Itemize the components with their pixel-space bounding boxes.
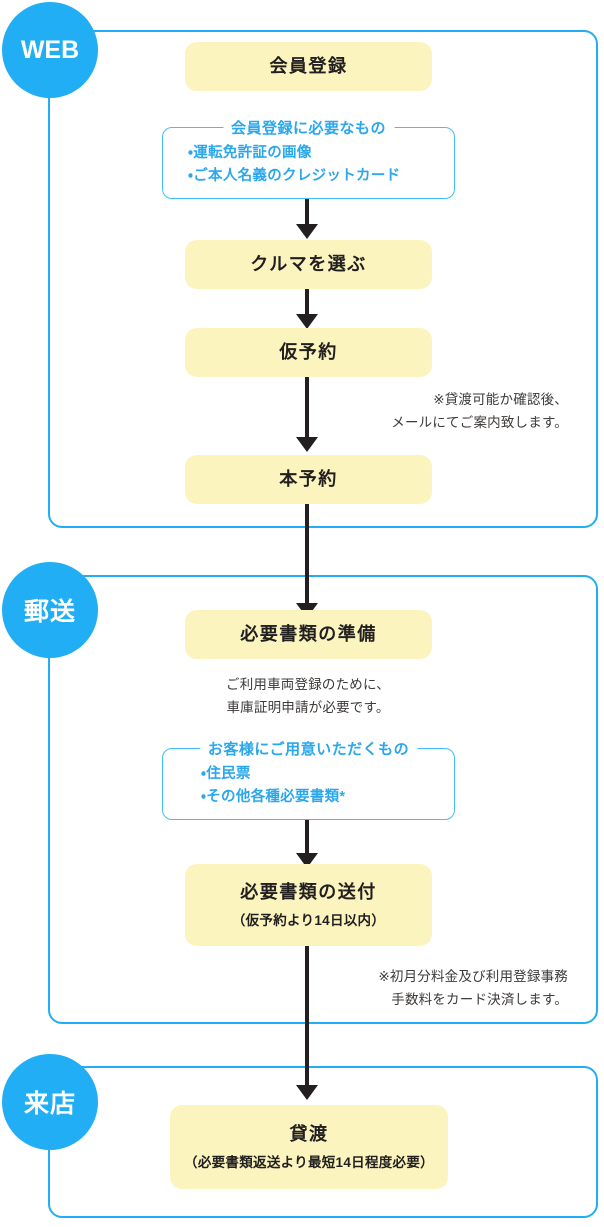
- note-reservation-confirmation: ※貸渡可能か確認後、 メールにてご案内致します。: [391, 392, 568, 431]
- step-box-prepare-documents: 必要書類の準備: [185, 610, 432, 659]
- step-title: 仮予約: [279, 341, 338, 362]
- requirement-list-item: ・ご本人名義のクレジットカード: [188, 168, 401, 185]
- description-garage-certificate: ご利用車両登録のために、 車庫証明申請が必要です。: [226, 677, 390, 716]
- step-title: 必要書類の準備: [240, 623, 377, 644]
- requirement-list: ・住民票 ・その他各種必要書類*: [163, 749, 454, 810]
- arrow-head: [296, 224, 318, 239]
- stage-badge-store-visit-label: 来店: [23, 1090, 76, 1118]
- arrow-line: [305, 199, 309, 227]
- arrow-line: [305, 946, 309, 1090]
- step-box-temporary-reservation: 仮予約: [185, 328, 432, 377]
- step-box-choose-car: クルマを選ぶ: [185, 240, 432, 289]
- stage-badge-mail: 郵送: [2, 562, 98, 658]
- step-box-member-registration: 会員登録: [185, 42, 432, 91]
- requirement-list: ・運転免許証の画像 ・ご本人名義のクレジットカード: [163, 128, 454, 189]
- note-first-month-payment: ※初月分料金及び利用登録事務 手数料をカード決済します。: [378, 969, 568, 1008]
- step-subtitle: （必要書類返送より最短14日程度必要）: [184, 1155, 434, 1171]
- stage-badge-web: WEB: [2, 2, 98, 98]
- step-box-vehicle-handover: 貸渡 （必要書類返送より最短14日程度必要）: [170, 1105, 448, 1189]
- step-title: 会員登録: [269, 55, 348, 76]
- step-subtitle: （仮予約より14日以内）: [231, 913, 386, 929]
- requirement-box-legend: お客様にご用意いただくもの: [199, 738, 418, 759]
- stage-badge-mail-label: 郵送: [23, 598, 76, 626]
- arrow-line: [305, 820, 309, 860]
- requirement-box-customer-documents: お客様にご用意いただくもの ・住民票 ・その他各種必要書類*: [162, 738, 455, 820]
- arrow-line: [305, 377, 309, 442]
- arrow-head: [296, 1085, 318, 1100]
- requirement-box-legend: 会員登録に必要なもの: [222, 117, 395, 138]
- requirement-list-item: ・住民票: [201, 766, 251, 782]
- arrow-line: [305, 289, 309, 317]
- step-title: クルマを選ぶ: [250, 253, 367, 274]
- step-title: 本予約: [279, 468, 338, 489]
- requirement-list-item: ・運転免許証の画像: [188, 145, 312, 161]
- arrow-head: [296, 437, 318, 452]
- step-title: 必要書類の送付: [240, 881, 377, 902]
- stage-badge-web-label: WEB: [20, 35, 80, 64]
- arrow-line: [305, 504, 309, 608]
- requirement-list-item: ・その他各種必要書類*: [201, 789, 346, 806]
- arrow-head: [296, 314, 318, 329]
- step-box-final-reservation: 本予約: [185, 455, 432, 504]
- step-title: 貸渡: [289, 1123, 329, 1144]
- step-box-send-documents: 必要書類の送付 （仮予約より14日以内）: [185, 864, 432, 946]
- requirement-box-member-registration: 会員登録に必要なもの ・運転免許証の画像 ・ご本人名義のクレジットカード: [162, 117, 455, 199]
- stage-badge-store-visit: 来店: [2, 1054, 98, 1150]
